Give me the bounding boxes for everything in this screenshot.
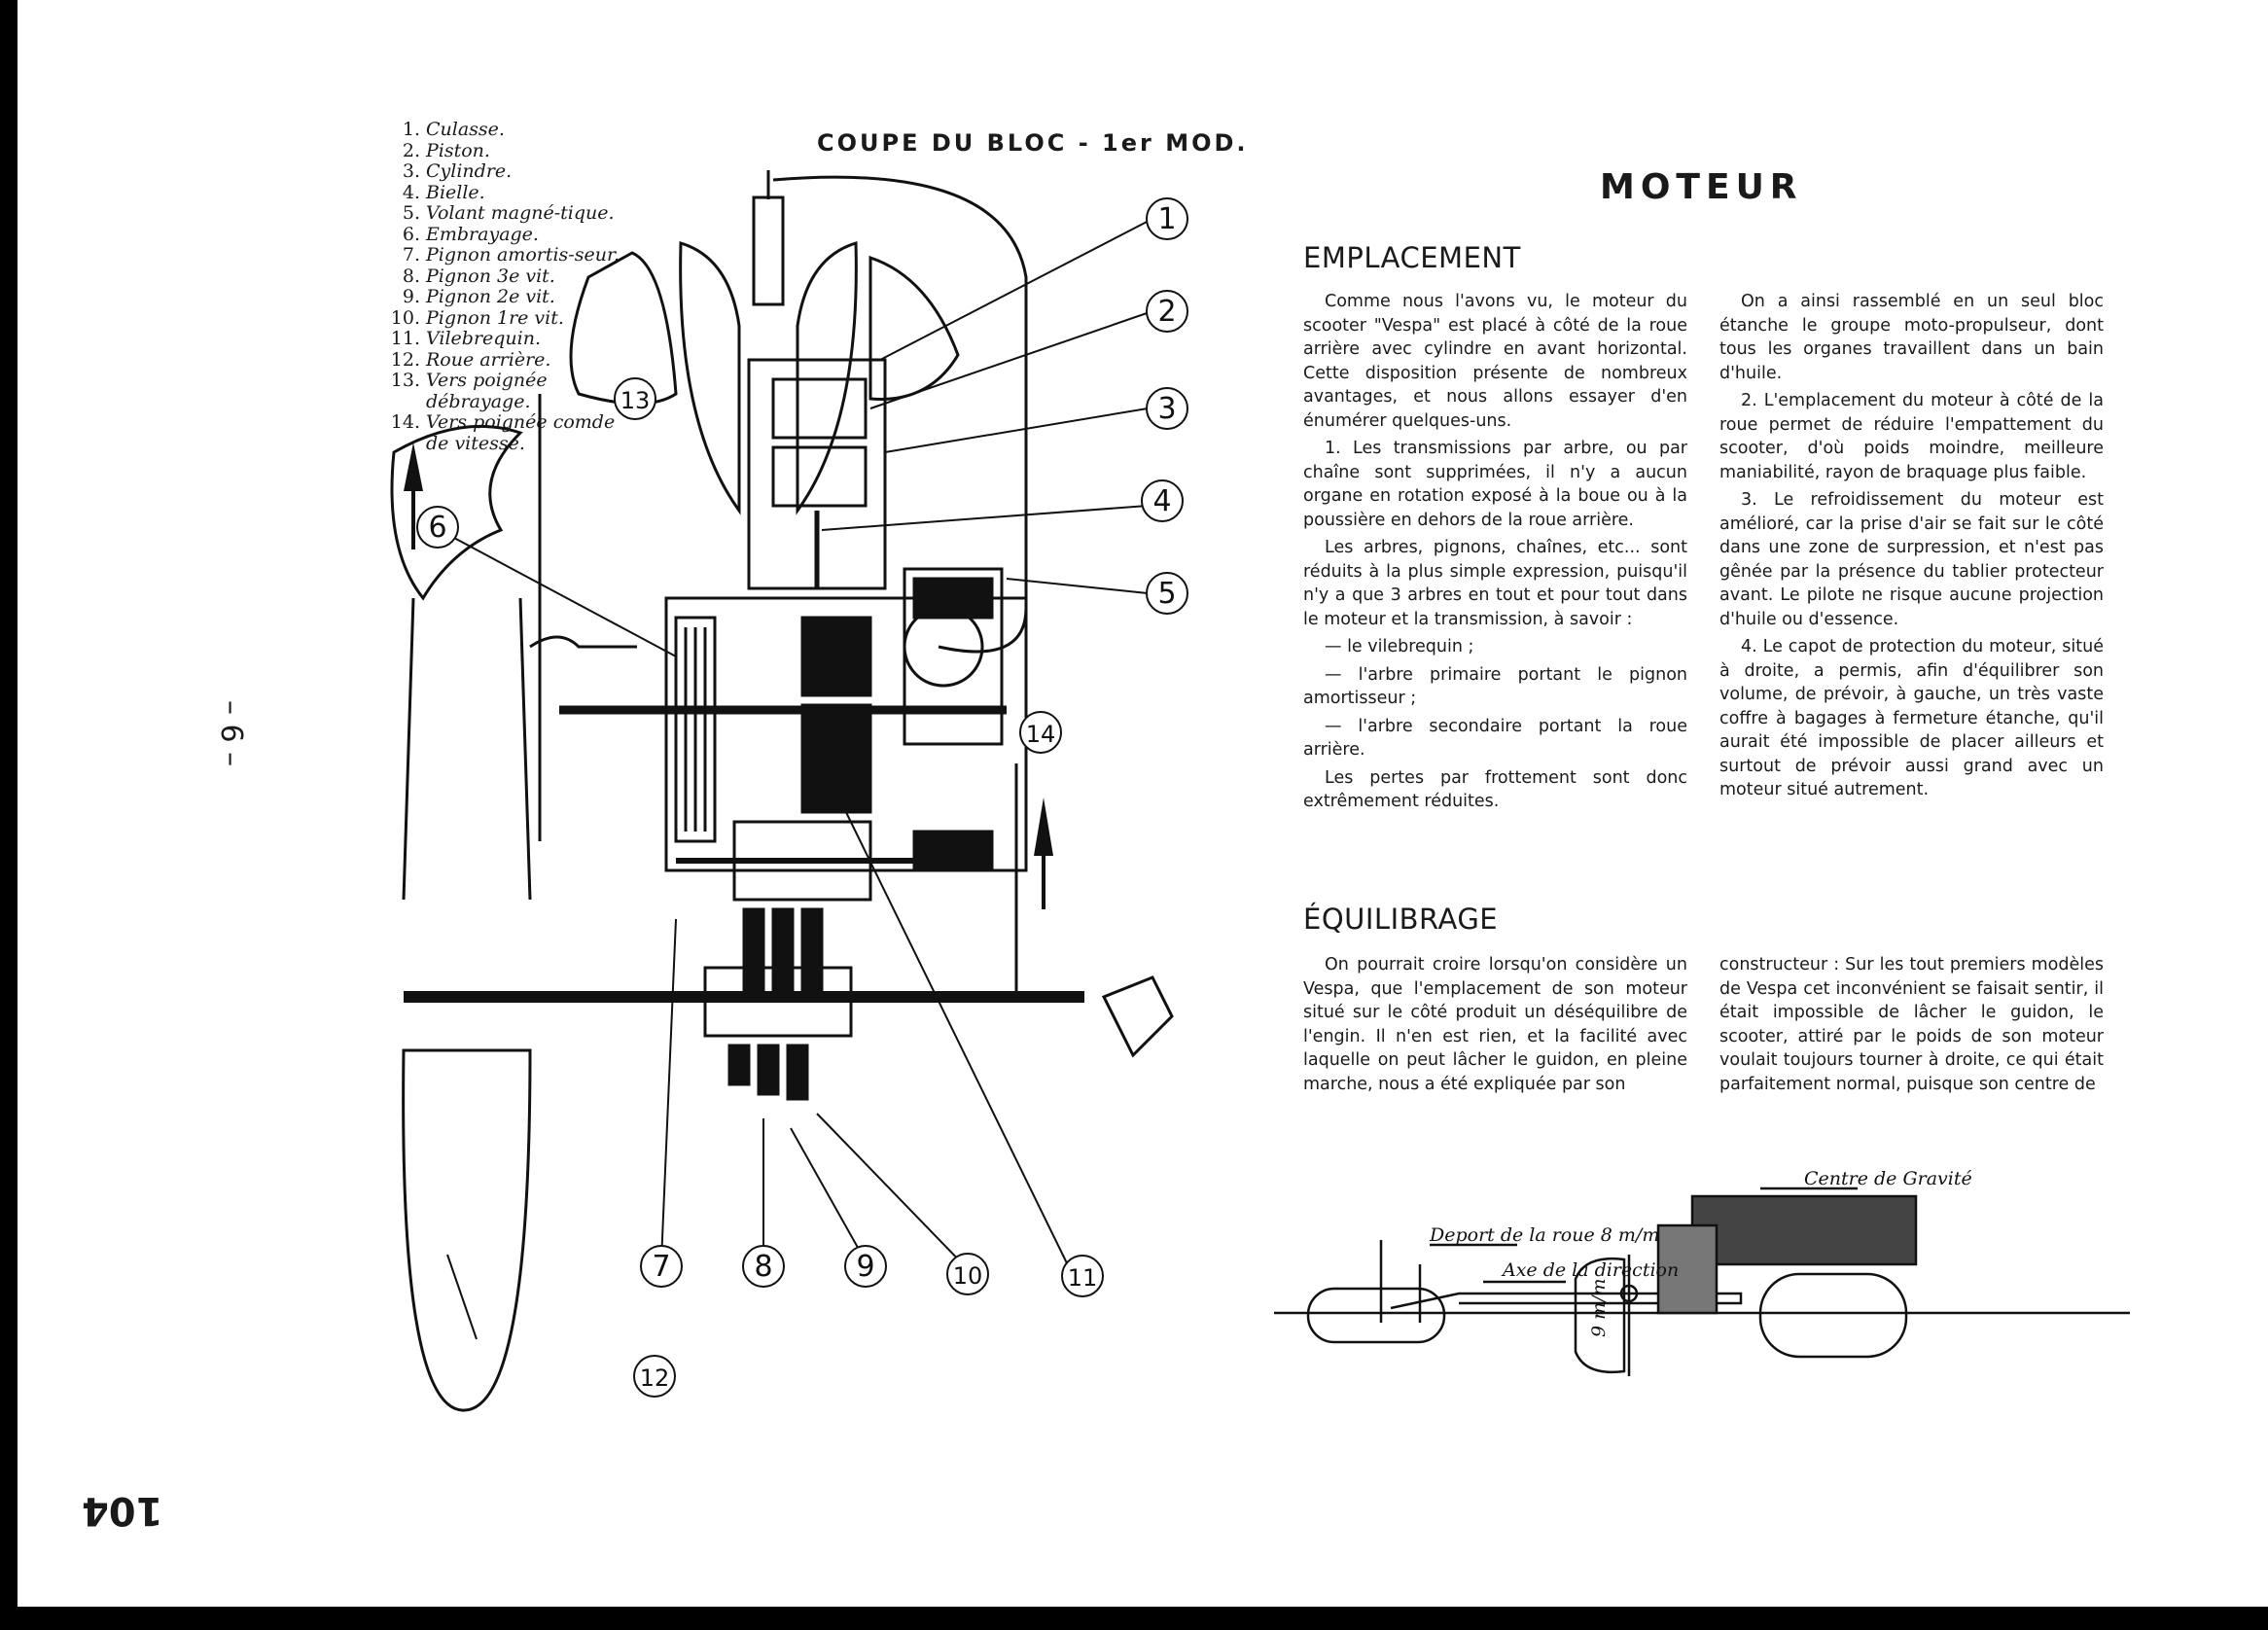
callout-8 xyxy=(742,1245,785,1288)
bottom-page-number: 104 xyxy=(82,1488,163,1533)
equilibrage-column-1: On pourrait croire lorsqu'on considère u… xyxy=(1303,953,1687,1100)
paragraph: — l'arbre secondaire portant la roue arr… xyxy=(1303,716,1687,761)
emplacement-column-2: On a ainsi rassemblé en un seul bloc éta… xyxy=(1719,290,2104,806)
paragraph: Comme nous l'avons vu, le moteur du scoo… xyxy=(1303,292,1687,431)
spark-plug xyxy=(752,195,785,306)
callout-label-7: 7 xyxy=(652,1250,670,1284)
section-heading-emplacement: EMPLACEMENT xyxy=(1303,241,1521,274)
callout-6 xyxy=(416,506,459,549)
callout-10 xyxy=(946,1253,989,1295)
label-deport: Deport de la roue 8 m/m xyxy=(1429,1224,1659,1246)
clutch-lever xyxy=(529,635,637,649)
callout-12 xyxy=(633,1355,676,1398)
callout-label-4: 4 xyxy=(1152,484,1171,518)
callout-label-6: 6 xyxy=(428,511,446,545)
paragraph: On a ainsi rassemblé en un seul bloc éta… xyxy=(1719,292,2104,383)
paragraph: 1. Les transmissions par arbre, ou par c… xyxy=(1303,439,1687,530)
callout-2 xyxy=(1146,290,1188,333)
paragraph: — l'arbre primaire portant le pignon amo… xyxy=(1303,664,1687,709)
callout-label-5: 5 xyxy=(1157,577,1176,611)
paragraph: constructeur : Sur les tout premiers mod… xyxy=(1719,955,2104,1094)
diagram-legend: 1.Culasse. 2.Piston. 3.Cylindre. 4.Biell… xyxy=(387,119,640,454)
callout-label-2: 2 xyxy=(1157,295,1176,329)
callout-4 xyxy=(1141,479,1184,522)
seat-shape xyxy=(1574,1257,1626,1374)
legend-item: 6.Embrayage. xyxy=(402,223,539,245)
callout-label-13: 13 xyxy=(620,387,651,414)
legend-item: 13.Vers poignée débrayage. xyxy=(390,370,548,412)
article-title: MOTEUR xyxy=(1600,167,1803,207)
equilibrage-column-2: constructeur : Sur les tout premiers mod… xyxy=(1719,953,2104,1100)
legend-item: 5.Volant magné-tique. xyxy=(402,202,615,224)
callout-label-3: 3 xyxy=(1157,392,1176,426)
callout-label-14: 14 xyxy=(1026,721,1056,748)
legend-item: 3.Cylindre. xyxy=(402,160,513,182)
scan-edge-bottom xyxy=(0,1607,2268,1630)
engine-cross-section: 1 2 3 4 5 6 7 8 9 10 11 12 13 14 xyxy=(390,170,1188,1412)
cooling-fin-right xyxy=(796,240,858,515)
legend-item: 10.Pignon 1re vit. xyxy=(390,306,564,329)
legend-item: 4.Bielle. xyxy=(402,181,485,203)
front-wheel xyxy=(1306,1287,1446,1344)
paragraph: Les arbres, pignons, chaînes, etc... son… xyxy=(1303,538,1687,629)
gear-lever xyxy=(1101,975,1174,1058)
legend-item: 7.Pignon amortis-seur. xyxy=(402,244,620,266)
emplacement-column-1: Comme nous l'avons vu, le moteur du scoo… xyxy=(1303,290,1687,818)
rear-wheel-upper xyxy=(390,424,523,601)
paragraph: Les pertes par frottement sont donc extr… xyxy=(1303,767,1687,812)
paragraph: 3. Le refroidissement du moteur est amél… xyxy=(1719,490,2104,629)
callout-label-1: 1 xyxy=(1157,202,1176,236)
callout-label-10: 10 xyxy=(953,1262,983,1290)
arrow-up-14 xyxy=(1034,797,1053,856)
cooling-fin-left xyxy=(679,240,741,515)
callout-14 xyxy=(1019,711,1062,754)
center-of-gravity-sketch: Deport de la roue 8 m/m Axe de la direct… xyxy=(1274,1168,2130,1376)
callout-1 xyxy=(1146,197,1188,240)
callout-3 xyxy=(1146,387,1188,430)
section-heading-equilibrage: ÉQUILIBRAGE xyxy=(1303,903,1499,936)
rear-wheel xyxy=(1758,1272,1908,1359)
legend-item: 12.Roue arrière. xyxy=(390,348,551,371)
paragraph: 2. L'emplacement du moteur à côté de la … xyxy=(1719,391,2104,482)
legend-item: 9.Pignon 2e vit. xyxy=(402,286,555,307)
ht-lead xyxy=(772,175,1028,654)
callout-5 xyxy=(1146,572,1188,615)
paragraph: — le vilebrequin ; xyxy=(1325,637,1474,656)
callout-label-9: 9 xyxy=(856,1250,874,1284)
front-fork xyxy=(1390,1292,1743,1310)
label-axe: Axe de la direction xyxy=(1501,1259,1679,1281)
scan-edge-left xyxy=(0,0,18,1630)
engine-block-sketch xyxy=(1690,1194,1918,1266)
callout-13 xyxy=(614,377,656,420)
callout-label-12: 12 xyxy=(640,1364,670,1392)
label-center: Centre de Gravité xyxy=(1804,1168,1972,1189)
side-page-number: – 6 – xyxy=(214,700,248,767)
arrows xyxy=(404,443,1053,909)
paragraph: 4. Le capot de protection du moteur, sit… xyxy=(1719,637,2104,799)
callout-9 xyxy=(844,1245,887,1288)
paragraph: On pourrait croire lorsqu'on considère u… xyxy=(1303,955,1687,1094)
callout-11 xyxy=(1061,1255,1104,1297)
rear-wheel-lower xyxy=(402,1048,532,1412)
legend-item: 11.Vilebrequin. xyxy=(390,328,542,349)
callout-label-8: 8 xyxy=(754,1250,772,1284)
engine-cover-sketch xyxy=(1656,1223,1719,1315)
callout-7 xyxy=(640,1245,683,1288)
arrow-up-13 xyxy=(404,443,423,491)
callout-label-11: 11 xyxy=(1068,1264,1098,1292)
label-dim: 9 m/m xyxy=(1588,1278,1610,1337)
gear-hub xyxy=(703,966,853,1038)
callout-labels: 1 2 3 4 5 6 7 8 9 10 11 12 13 14 xyxy=(428,202,1176,1392)
leader-lines xyxy=(439,218,1153,1340)
legend-item: 2.Piston. xyxy=(402,139,490,161)
cooling-cover-right xyxy=(868,255,960,401)
callouts xyxy=(416,197,1188,1398)
clutch xyxy=(674,616,717,843)
legend-item: 8.Pignon 3e vit. xyxy=(402,265,555,287)
diagram-title: COUPE DU BLOC - 1er MOD. xyxy=(817,129,1249,157)
legend-item: 1.Culasse. xyxy=(402,119,505,140)
